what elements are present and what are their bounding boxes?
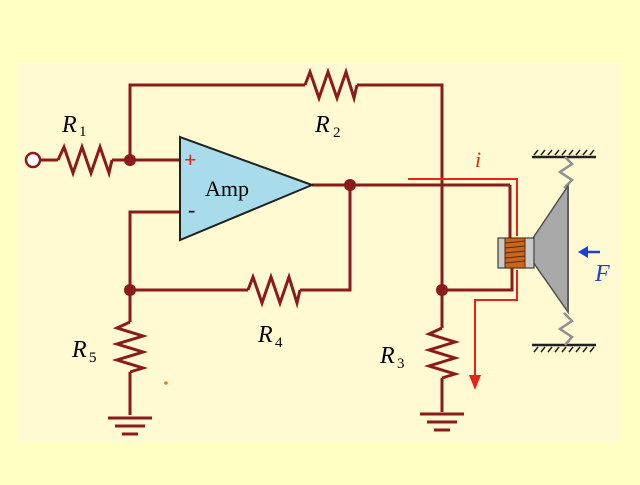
op-amp-label: Amp	[205, 176, 249, 201]
resistor-r3	[423, 326, 461, 380]
r5-label: R 5	[71, 337, 97, 366]
r2-subscript: 2	[333, 125, 341, 141]
r1-letter: R	[61, 112, 77, 138]
stray-dot	[164, 381, 168, 385]
force-label: F	[594, 261, 610, 287]
r4-to-minus-wire	[128, 210, 248, 292]
voice-coil-windings	[504, 240, 526, 264]
op-amp-triangle	[179, 135, 315, 242]
top-feedback-wire-right	[357, 83, 444, 295]
r2-label: R 2	[314, 112, 341, 141]
junction-nodes	[124, 154, 448, 296]
speaker-mount-top	[532, 149, 596, 159]
plus-sign: +	[184, 147, 197, 172]
spring-icon	[557, 156, 574, 189]
ground-symbol-icon	[420, 412, 464, 432]
coil-return-wire	[442, 265, 514, 292]
r1-subscript: 1	[79, 124, 87, 140]
output-to-r4-wire	[300, 185, 352, 292]
speaker-mount-bottom	[532, 343, 596, 353]
r4-subscript: 4	[275, 335, 283, 351]
r3-letter: R	[379, 343, 395, 369]
open-circle-terminal-icon	[24, 151, 42, 169]
r2-letter: R	[314, 112, 330, 138]
spring-icon	[557, 312, 574, 346]
current-path	[408, 178, 518, 378]
resistor-r5	[111, 320, 149, 374]
loudspeaker-icon	[497, 149, 596, 353]
junction-node-r3	[436, 284, 448, 296]
junction-node-input	[124, 154, 136, 166]
junction-node-output	[344, 179, 356, 191]
current-label: i	[475, 147, 481, 172]
minus-sign: -	[188, 197, 195, 222]
top-feedback-wire-left	[128, 83, 305, 160]
ground-symbol-icon	[108, 416, 152, 436]
r5-letter: R	[71, 337, 87, 363]
op-amp: Amp + -	[179, 135, 315, 242]
current-arrow-head	[469, 375, 481, 390]
resistor-r4	[246, 272, 302, 309]
junction-node-minus	[124, 284, 136, 296]
r4-label: R 4	[257, 322, 283, 351]
resistor-r1	[56, 142, 114, 179]
resistor-r2	[303, 67, 359, 104]
r3-subscript: 3	[397, 356, 405, 372]
r4-letter: R	[257, 322, 273, 348]
force-arrow-head	[578, 246, 588, 258]
r5-subscript: 5	[89, 350, 97, 366]
force-arrow: F	[578, 246, 610, 287]
r1-label: R 1	[61, 112, 87, 140]
r3-label: R 3	[379, 343, 405, 372]
